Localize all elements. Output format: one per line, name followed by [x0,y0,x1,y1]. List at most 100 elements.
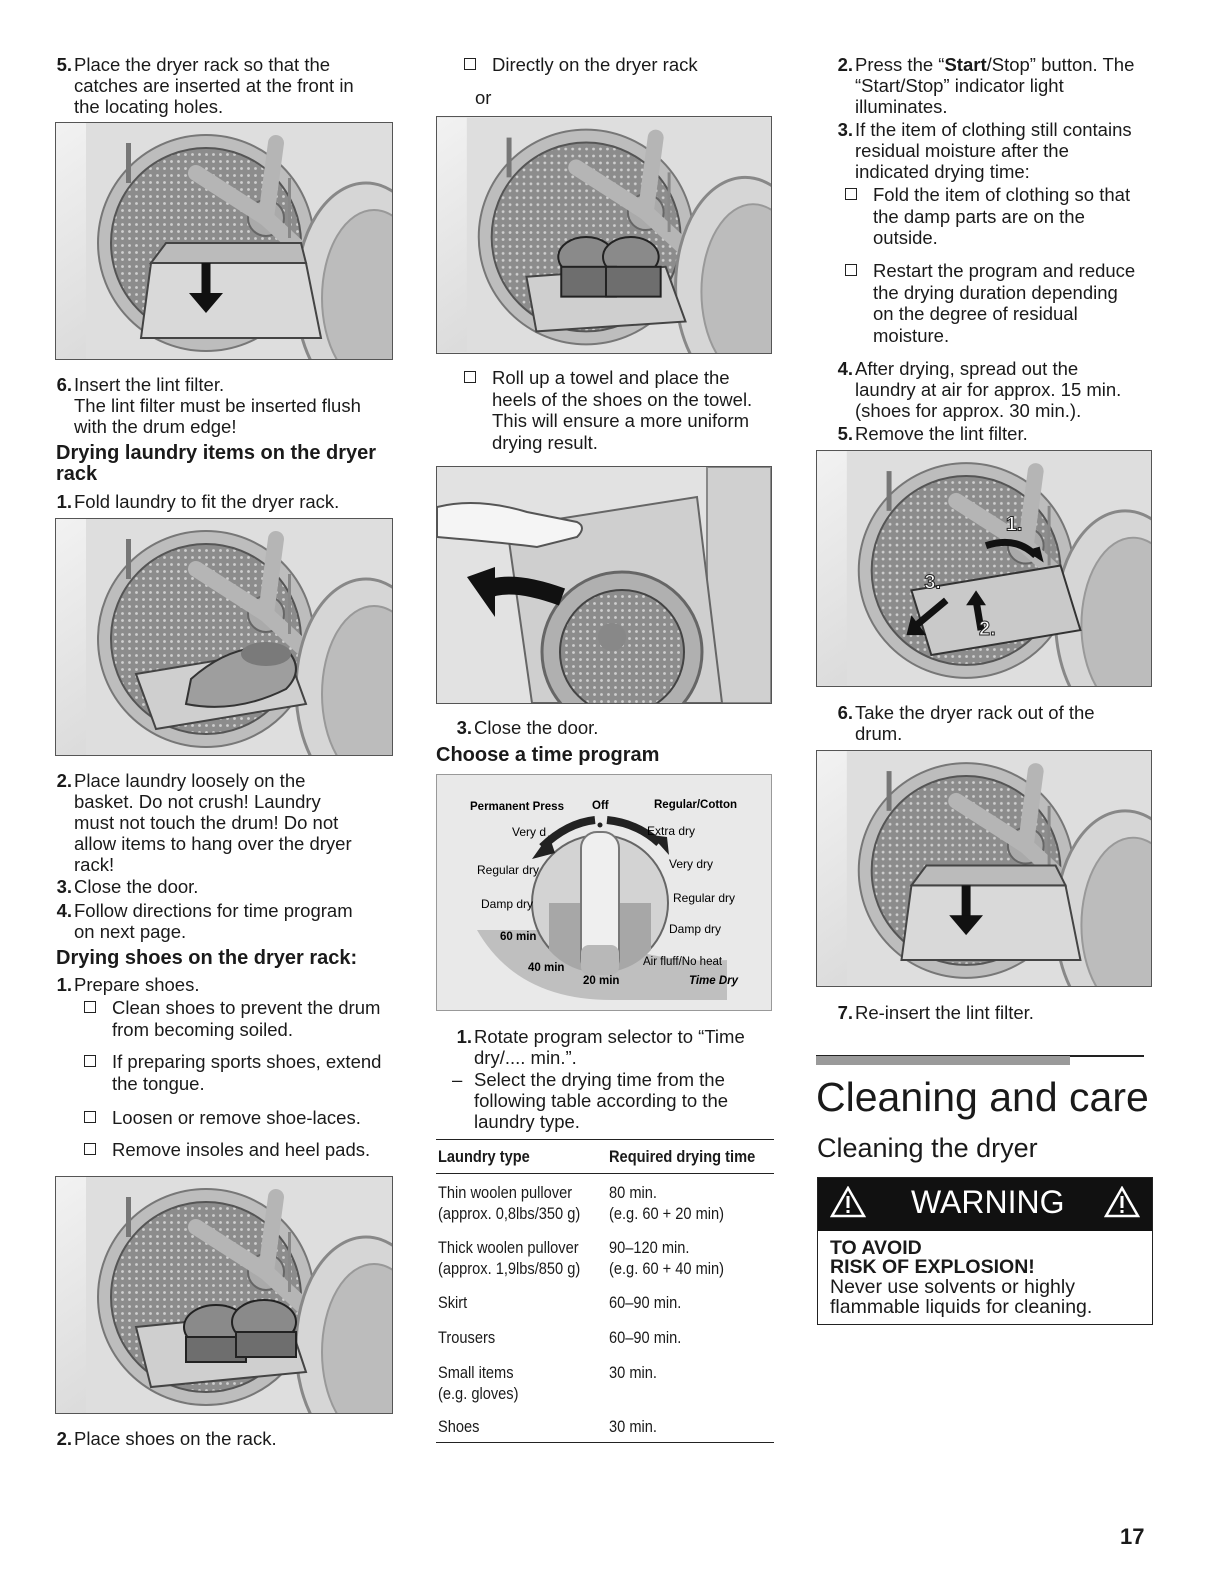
step-text-line: indicated drying time: [855,161,1030,182]
table-header: Laundry type Required drying time [436,1139,774,1174]
step-number: 3. [837,119,853,140]
warning-line-1: TO AVOID [830,1237,922,1259]
step-number: 5. [837,423,853,444]
step-number: 1. [456,1026,472,1047]
bullet-line: the drying duration depending [873,281,1118,303]
warning-body-line: Never use solvents or highly [830,1276,1075,1298]
table-cell-line: 80 min. [609,1183,657,1202]
step-text-line: Insert the lint filter. [74,374,225,395]
step-number: 5. [56,54,72,75]
section-title: Cleaning and care [816,1074,1149,1120]
step-text-line: If the item of clothing still contains [855,119,1132,140]
table-cell-line: Thin woolen pullover [438,1183,573,1202]
bullet-line: If preparing sports shoes, extend [112,1051,382,1072]
checkbox-square-icon [845,264,857,276]
bullet-line: drying result. [492,431,598,453]
step-text-line: rack! [74,854,115,875]
step-number: 2. [837,54,853,75]
table-cell: 30 min. [609,1363,657,1382]
bullet-line: on the degree of residual [873,303,1078,324]
dial-label-off: Off [592,800,609,812]
illustration-close-door [436,466,772,704]
step-number: 6. [837,702,853,723]
illustration-remove-lint: 1. 2. 3. [816,450,1152,687]
step-text-line: After drying, spread out the [855,358,1079,379]
step-text: Close the door. [74,876,199,897]
bullet-line: Clean shoes to prevent the drum [112,997,381,1018]
table-row: Thin woolen pullover (approx. 0,8lbs/350… [436,1182,774,1226]
step-text-line: allow items to hang over the dryer [74,833,352,854]
step-text: Prepare shoes. [74,974,200,995]
bullet-line: Restart the program and reduce [873,260,1136,281]
table-row: Thick woolen pullover (approx. 1,9lbs/85… [436,1237,774,1281]
bullet-line: Fold the item of clothing so that [873,184,1131,205]
step-text-line: laundry type. [474,1111,580,1132]
step-text: Close the door. [474,717,599,738]
drying-time-table: Laundry type Required drying time Thin w… [436,1139,774,1443]
warning-header: WARNING [818,1178,1152,1231]
step-number: 2. [56,1428,72,1449]
step-text-line: basket. Do not crush! Laundry [74,791,321,812]
section-divider-line [816,1055,1144,1057]
dial-label-regular-dry-right: Regular dry [673,891,735,905]
checkbox-square-icon [464,58,476,70]
illustration-rack-insert [55,122,393,360]
table-cell: Shoes [438,1417,480,1436]
table-cell: 60–90 min. [609,1293,682,1312]
warning-line-2: RISK OF EXPLOSION! [830,1256,1035,1278]
bullet-line: heels of the shoes on the towel. [492,388,753,410]
bullet-line: This will ensure a more uniform [492,410,750,431]
step-text-line: must not touch the drum! Do not [74,812,339,833]
table-cell-line: (approx. 1,9lbs/850 g) [438,1259,581,1278]
bullet-line: from becoming soiled. [112,1018,293,1040]
checkbox-square-icon [84,1143,96,1155]
dial-label-very-dry-right: Very dry [669,857,713,871]
step-number: 1. [56,491,72,512]
warning-box: WARNING TO AVOID RISK OF EXPLOSION! Neve… [817,1177,1153,1325]
step-number: 3. [56,876,72,897]
checkbox-square-icon [845,188,857,200]
bullet-line: Directly on the dryer rack [492,54,698,75]
or-text: or [475,87,492,108]
step-text-line: (shoes for approx. 30 min.). [855,400,1082,421]
warning-body: Never use solvents or highly flammable l… [830,1277,1092,1317]
heading-line: rack [56,463,98,485]
bullet-line: moisture. [873,324,950,346]
warning-triangle-icon [830,1186,866,1218]
step-text-line: Place laundry loosely on the [74,770,306,791]
dial-label-damp-dry-left: Damp dry [481,897,533,911]
section-divider-bar [816,1056,1070,1065]
table-cell-line: (e.g. 60 + 40 min) [609,1259,724,1278]
step-number: 4. [837,358,853,379]
table-cell: Skirt [438,1293,468,1312]
dial-label-damp-dry-right: Damp dry [669,922,721,936]
step-text-line: Take the dryer rack out of the [855,702,1095,723]
table-cell-line: Thick woolen pullover [438,1238,579,1257]
step-number: 6. [56,374,72,395]
step-text: Place shoes on the rack. [74,1428,277,1449]
step-text-line: drum. [855,723,903,744]
subsection-title: Cleaning the dryer [817,1133,1038,1163]
warning-body-line: flammable liquids for cleaning. [830,1296,1093,1318]
dial-label-40-min: 40 min [528,962,564,974]
step-number: 1. [56,974,72,995]
step-text-line: on next page. [74,921,187,942]
table-cell-line: Small items [438,1363,514,1382]
checkbox-square-icon [84,1055,96,1067]
heading-line: Drying laundry items on the dryer [56,442,377,464]
figure-label-1: 1. [1006,514,1023,536]
warning-label: WARNING [911,1184,1065,1220]
page-number: 17 [1120,1524,1145,1549]
table-cell-line: (approx. 0,8lbs/350 g) [438,1204,581,1223]
warning-triangle-icon [1104,1186,1140,1218]
heading-drying-shoes: Drying shoes on the dryer rack: [56,947,358,969]
step-text: Fold laundry to fit the dryer rack. [74,491,340,512]
step-number: 4. [56,900,72,921]
bullet-line: outside. [873,227,938,248]
dial-label-very-dry-left: Very d [512,825,546,839]
table-header-laundry-type: Laundry type [438,1147,530,1166]
step-number: 7. [837,1002,853,1023]
program-selector-dial: Permanent Press Off Regular/Cotton Very … [436,774,772,1011]
dial-label-extra-dry: Extra dry [647,824,695,838]
heading-drying-laundry: Drying laundry items on the dryer rack [56,443,401,485]
